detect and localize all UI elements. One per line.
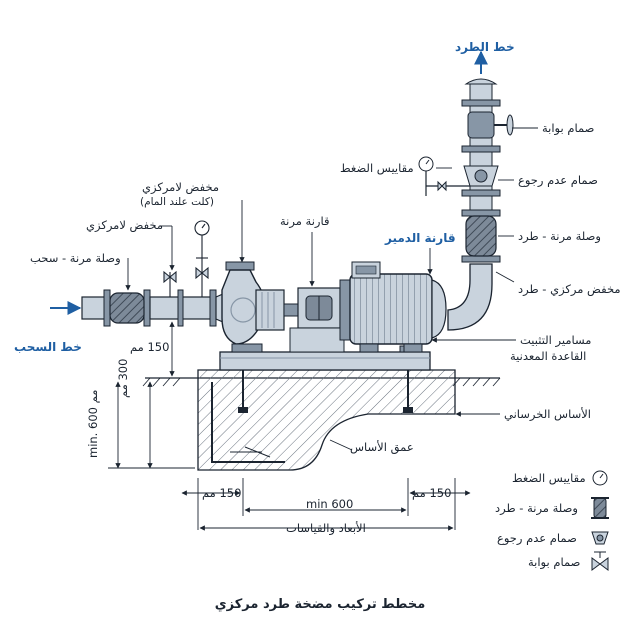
foundation-depth-label: عمق الأساس — [350, 440, 414, 454]
suction-line-label: خط السحب — [14, 340, 82, 354]
flex-joint-suction-label: وصلة مرنة - سحب — [30, 251, 121, 265]
legend-gate-valve: صمام بوابة — [528, 555, 581, 569]
dimension-lines — [108, 321, 471, 531]
pressure-gauges-label: مقاييس الضغط — [340, 161, 414, 175]
right-offset-dim: 150 مم — [412, 486, 452, 500]
leader-lines — [125, 127, 538, 417]
flex-joint-icon — [591, 497, 609, 519]
reducer-discharge-label: مخفض مركزي - طرد — [518, 282, 621, 296]
concrete-foundation — [197, 369, 456, 471]
metal-base-label: القاعدة المعدنية — [510, 349, 587, 363]
discharge-flex-joint — [465, 215, 497, 257]
eccentric-reducer-label: مخفض لامركزي — [86, 218, 164, 232]
legend-flex-joint: وصلة مرنة - طرد — [495, 501, 578, 515]
damper-coupling-label: قارنة الدمير — [385, 231, 456, 245]
eccentric-reducer-note: (كلت علند المام) — [140, 196, 214, 208]
suction-pipe — [81, 289, 217, 327]
legend-check-valve: صمام عدم رجوع — [497, 531, 577, 545]
depth-300-dim: 300 مم — [116, 358, 130, 398]
pump-casing — [221, 261, 285, 353]
depth-min600-dim: min. 600 مم — [86, 389, 100, 458]
check-valve-label: صمام عدم رجوع — [518, 173, 598, 187]
suction-flex-joint — [109, 292, 145, 324]
anchor-bolts-label: مسامير التثبيت — [520, 333, 592, 347]
concrete-foundation-label: الأساس الخرساني — [504, 407, 591, 421]
electric-motor — [339, 261, 447, 353]
left-offset-dim: 150 مم — [202, 486, 242, 500]
gate-valve-label: صمام بوابة — [542, 121, 595, 135]
check-valve-icon — [591, 531, 609, 545]
pipe-clearance-dim: 150 مم — [130, 340, 170, 354]
suction-valve-assembly — [163, 220, 210, 297]
diagram-title: مخطط تركيب مضخة طرد مركزي — [214, 597, 426, 612]
eccentric-reducer-pump-label: مخفض لامركزي — [142, 180, 220, 194]
flex-joint-discharge-label: وصلة مرنة - طرد — [518, 229, 601, 243]
flexible-coupling-label: قارنة مرنة — [280, 214, 330, 228]
discharge-check-valve — [463, 165, 499, 187]
gate-valve-icon — [591, 551, 609, 571]
discharge-pressure-gauge — [418, 156, 470, 196]
legend-pressure-gauge: مقاييس الضغط — [512, 471, 586, 485]
discharge-gate-valve — [467, 111, 514, 139]
dimensions-caption: الأبعاد والقياسات — [286, 521, 366, 535]
bolt-spacing-dim: min 600 — [306, 497, 354, 511]
coupling-assembly — [283, 287, 345, 353]
discharge-line-label: خط الطرد — [455, 40, 515, 54]
pressure-gauge-icon — [592, 470, 608, 486]
